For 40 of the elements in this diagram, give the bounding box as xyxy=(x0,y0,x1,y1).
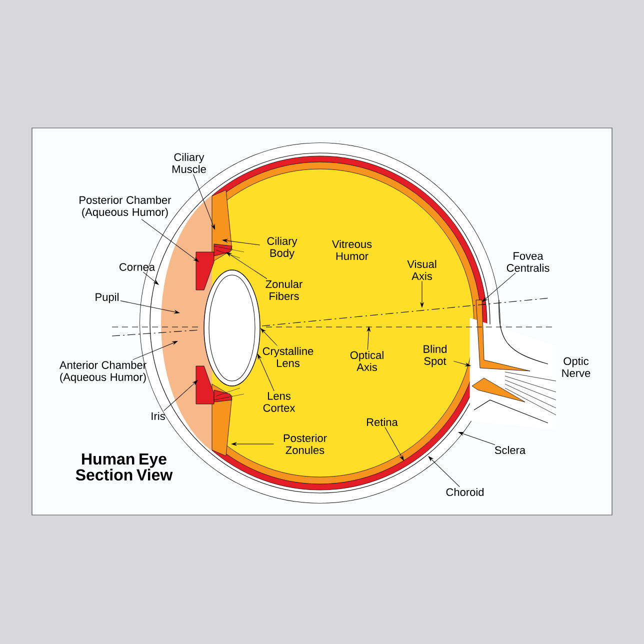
leader-line xyxy=(226,252,268,279)
part-label: Ciliary Muscle xyxy=(172,152,206,174)
leader-line xyxy=(428,456,460,488)
part-label: Cornea xyxy=(120,263,156,271)
leader-line xyxy=(260,328,278,346)
part-label: Posterior Chamber (Aqueous Humor) xyxy=(80,196,172,218)
part-label: Blind Spot xyxy=(424,344,447,368)
part-label: Visual Axis xyxy=(407,260,436,280)
part-label: Optical Axis xyxy=(350,350,384,372)
part-label: Retina xyxy=(367,418,398,426)
leader-line xyxy=(142,272,159,285)
leader-line xyxy=(232,442,274,446)
part-label: Zonular Fibers xyxy=(266,280,302,300)
part-label: Vitreous Humor xyxy=(332,240,372,260)
leader-line xyxy=(222,239,260,246)
leader-line xyxy=(193,174,215,230)
leader-line xyxy=(258,354,274,392)
part-label: Choroid xyxy=(446,488,484,496)
part-label: Iris xyxy=(152,412,165,420)
part-label: Ciliary Body xyxy=(267,236,298,260)
lens-drawing xyxy=(204,270,260,386)
leader-line xyxy=(132,341,178,360)
leader-line xyxy=(384,427,404,461)
leader-line xyxy=(420,281,424,308)
leader-line xyxy=(120,300,180,314)
part-label: Fovea Centralis xyxy=(506,252,550,272)
leader-line xyxy=(141,219,199,262)
leader-line xyxy=(458,432,496,446)
leader-line xyxy=(164,380,198,412)
part-label: Posterior Zonules xyxy=(284,434,327,454)
part-label: Pupil xyxy=(96,292,118,304)
part-label: Crystalline Lens xyxy=(262,346,314,368)
part-label: Lens Cortex xyxy=(263,392,296,412)
part-label: Optic Nerve xyxy=(562,356,590,378)
part-label: Sclera xyxy=(494,446,526,454)
leader-line xyxy=(367,326,370,350)
leader-line xyxy=(482,272,516,302)
part-label: Anterior Chamber (Aqueous Humor) xyxy=(59,360,146,384)
title: Human Eye Section View xyxy=(76,453,173,481)
leader-line xyxy=(453,360,470,366)
